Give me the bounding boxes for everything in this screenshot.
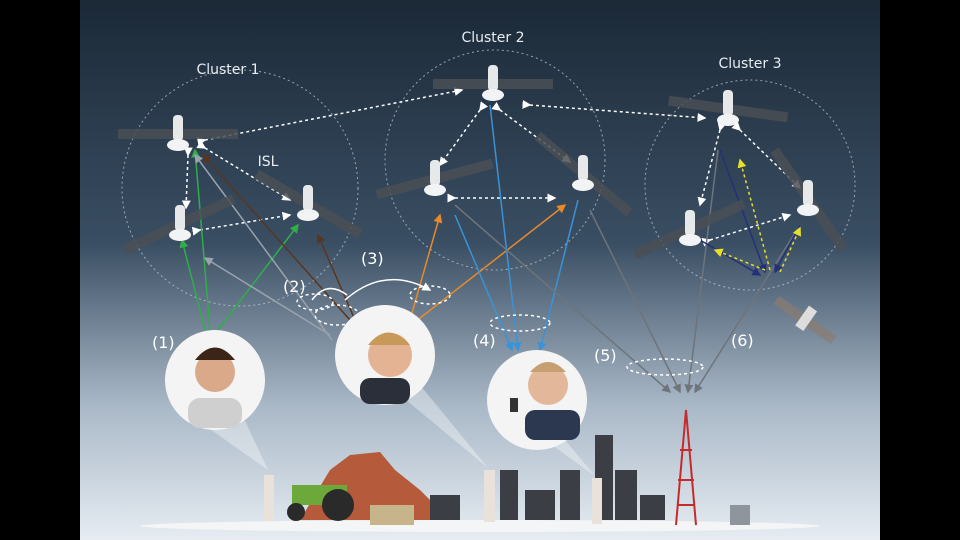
person-icon <box>592 478 602 524</box>
satellite-icon <box>770 147 848 252</box>
cluster-1-label: Cluster 1 <box>196 62 259 78</box>
coverage-footprint <box>489 314 551 332</box>
coverage-footprint <box>409 285 451 305</box>
link-arrow <box>697 121 727 207</box>
link-arrow <box>203 257 331 336</box>
tractor-icon <box>287 485 354 521</box>
satellite-icon <box>668 90 789 126</box>
hay-bale-icon <box>370 505 414 525</box>
communication-links <box>179 87 837 394</box>
link-arrow <box>454 204 672 393</box>
cell-tower-icon <box>675 409 697 526</box>
scenario-label-5: (5) <box>594 346 617 365</box>
handover-arc <box>344 278 432 301</box>
satellite-cluster-diagram: Cluster 1 Cluster 2 Cluster 3 ISL (1) (2… <box>80 0 880 540</box>
link-arrow <box>409 213 443 321</box>
ground-plane <box>140 520 820 532</box>
satellite-icon <box>433 65 553 101</box>
link-arrow <box>713 248 766 271</box>
user-2-callout <box>335 305 435 405</box>
link-arrow <box>196 140 292 201</box>
link-arrow <box>731 121 802 190</box>
coverage-footprint <box>296 293 334 311</box>
satellite-icon <box>633 199 747 259</box>
link-arrow <box>489 104 522 352</box>
scenario-label-6: (6) <box>731 331 754 350</box>
link-arrow <box>454 214 514 352</box>
scenario-label-2: (2) <box>283 277 306 296</box>
link-arrow <box>217 223 299 331</box>
link-arrow <box>181 147 193 210</box>
equipment-box-icon <box>730 505 750 525</box>
cluster-3-boundary <box>644 79 856 291</box>
scenario-label-4: (4) <box>473 331 496 350</box>
scenario-label-1: (1) <box>152 333 175 352</box>
link-arrow <box>439 101 489 167</box>
link-arrow <box>191 148 211 331</box>
link-arrow <box>684 149 719 394</box>
link-arrow <box>196 87 464 146</box>
handover-arc <box>311 287 348 301</box>
isl-label: ISL <box>258 154 279 170</box>
person-icon <box>484 470 495 522</box>
link-arrow <box>719 149 767 274</box>
link-arrow <box>316 233 356 321</box>
damaged-satellite-icon <box>773 295 837 345</box>
link-arrow <box>779 226 801 273</box>
satellite-icon <box>534 131 633 217</box>
link-arrow <box>737 158 771 271</box>
link-arrow <box>202 153 351 321</box>
person-icon <box>264 475 274 521</box>
satellites <box>118 65 848 259</box>
satellite-icon <box>254 169 363 239</box>
link-arrow <box>699 239 762 276</box>
scenario-label-3: (3) <box>361 249 384 268</box>
user-3-callout <box>487 350 587 450</box>
link-arrow <box>701 212 792 247</box>
cluster-1-boundary <box>121 69 359 307</box>
cluster-2-label: Cluster 2 <box>461 30 524 46</box>
link-arrow <box>537 199 579 352</box>
link-arrow <box>522 99 707 122</box>
link-arrow <box>694 224 801 394</box>
satellite-icon <box>123 194 237 254</box>
link-arrow <box>589 209 681 394</box>
user-1-callout <box>165 330 265 430</box>
satellite-icon <box>375 158 494 200</box>
cluster-3-label: Cluster 3 <box>718 56 781 72</box>
coverage-footprint <box>626 358 704 376</box>
cluster-2-boundary <box>384 49 606 271</box>
link-arrow <box>179 238 206 331</box>
satellite-icon <box>118 115 238 151</box>
